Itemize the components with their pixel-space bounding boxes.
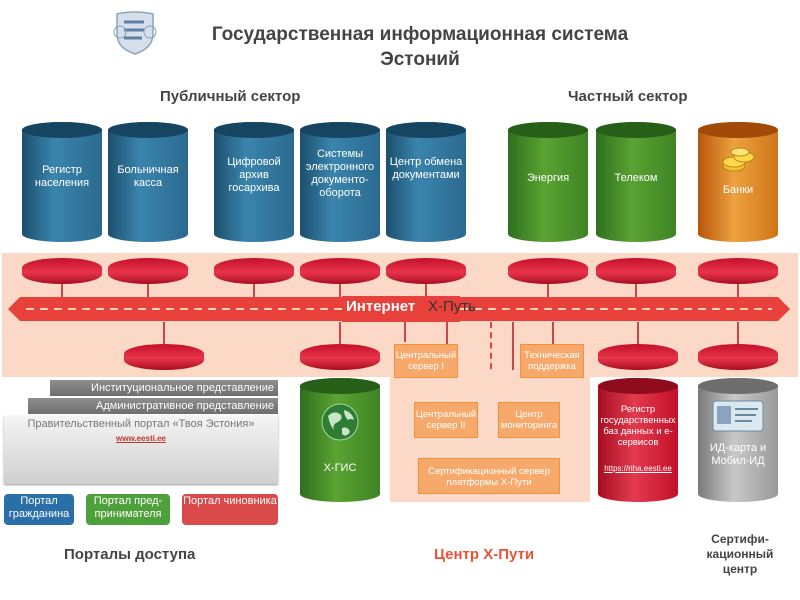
official-portal[interactable]: Портал чиновника <box>182 494 278 525</box>
tech-support[interactable]: Техническая поддержка <box>520 344 584 378</box>
entrepreneur-portal[interactable]: Портал пред-принимателя <box>86 494 170 525</box>
db-label: Системы электронного документо-оборота <box>305 148 375 199</box>
db-label: Регистр государственных баз данных и е-с… <box>600 404 676 448</box>
private-sector-label: Частный сектор <box>568 88 688 105</box>
db-label: Энергия <box>526 172 570 184</box>
bus-label-xroad: X-Путь <box>428 298 476 315</box>
security-server <box>596 258 676 284</box>
security-server <box>300 258 380 284</box>
db-label: Регистр населения <box>34 164 90 189</box>
administrative-layer: Административное представление <box>28 398 278 414</box>
page-title: Государственная информационная система Э… <box>211 24 629 70</box>
db-label: X-ГИС <box>323 462 357 474</box>
security-server <box>598 344 678 370</box>
telecom-db[interactable]: Телеком <box>596 122 676 242</box>
health-fund-db[interactable]: Больничная касса <box>108 122 188 242</box>
security-server <box>386 258 466 284</box>
document-exchange-db[interactable]: Центр обмена документами <box>386 122 466 242</box>
security-server <box>508 258 588 284</box>
footer-center: Центр X-Пути <box>434 546 535 563</box>
certification-server[interactable]: Сертификационный сервер платформы X-Пути <box>418 458 560 494</box>
security-server <box>22 258 102 284</box>
xgis-db[interactable]: X-ГИС <box>300 378 380 502</box>
db-label: ИД-карта и Мобил-ИД <box>709 442 767 467</box>
bus-label-internet: Интернет <box>346 298 416 315</box>
public-sector-label: Публичный сектор <box>160 88 301 105</box>
riha-url-link[interactable]: https://riha.eesti.ee <box>604 464 672 473</box>
coat-of-arms-logo <box>112 10 158 56</box>
globe-icon <box>320 402 360 447</box>
footer-cert: Сертифи-кационный центр <box>706 532 774 576</box>
db-label: Телеком <box>614 172 658 184</box>
institutional-layer: Институциональное представление <box>50 380 278 396</box>
security-server <box>300 344 380 370</box>
portal-url-link[interactable]: www.eesti.ee <box>116 434 166 443</box>
coins-icon <box>722 146 756 179</box>
central-server-2[interactable]: Центральный сервер II <box>414 402 478 438</box>
document-flow-db[interactable]: Системы электронного документо-оборота <box>300 122 380 242</box>
db-label: Центр обмена документами <box>389 156 463 181</box>
security-server <box>108 258 188 284</box>
central-server-1[interactable]: Центральный сервер I <box>394 344 458 378</box>
id-card-db[interactable]: ИД-карта и Мобил-ИД <box>698 378 778 502</box>
riha-register-db[interactable]: Регистр государственных баз данных и е-с… <box>598 378 678 502</box>
population-register-db[interactable]: Регистр населения <box>22 122 102 242</box>
digital-archive-db[interactable]: Цифровой архив госархива <box>214 122 294 242</box>
bus-label-bg <box>342 296 460 322</box>
government-portal-label: Правительственный портал «Твоя Эстония» <box>27 418 255 430</box>
security-server <box>698 344 778 370</box>
energy-db[interactable]: Энергия <box>508 122 588 242</box>
security-server <box>214 258 294 284</box>
citizen-portal[interactable]: Портал гражданина <box>4 494 74 525</box>
government-portal[interactable]: Правительственный портал «Твоя Эстония» … <box>4 416 278 484</box>
security-server <box>698 258 778 284</box>
db-label: Больничная касса <box>117 164 179 189</box>
banks-db[interactable]: Банки <box>698 122 778 242</box>
db-label: Цифровой архив госархива <box>227 156 281 194</box>
security-server <box>124 344 204 370</box>
footer-portals: Порталы доступа <box>64 546 196 563</box>
id-card-icon <box>712 400 764 437</box>
monitoring-center[interactable]: Центр мониторинга <box>498 402 560 438</box>
db-label: Банки <box>722 184 754 196</box>
